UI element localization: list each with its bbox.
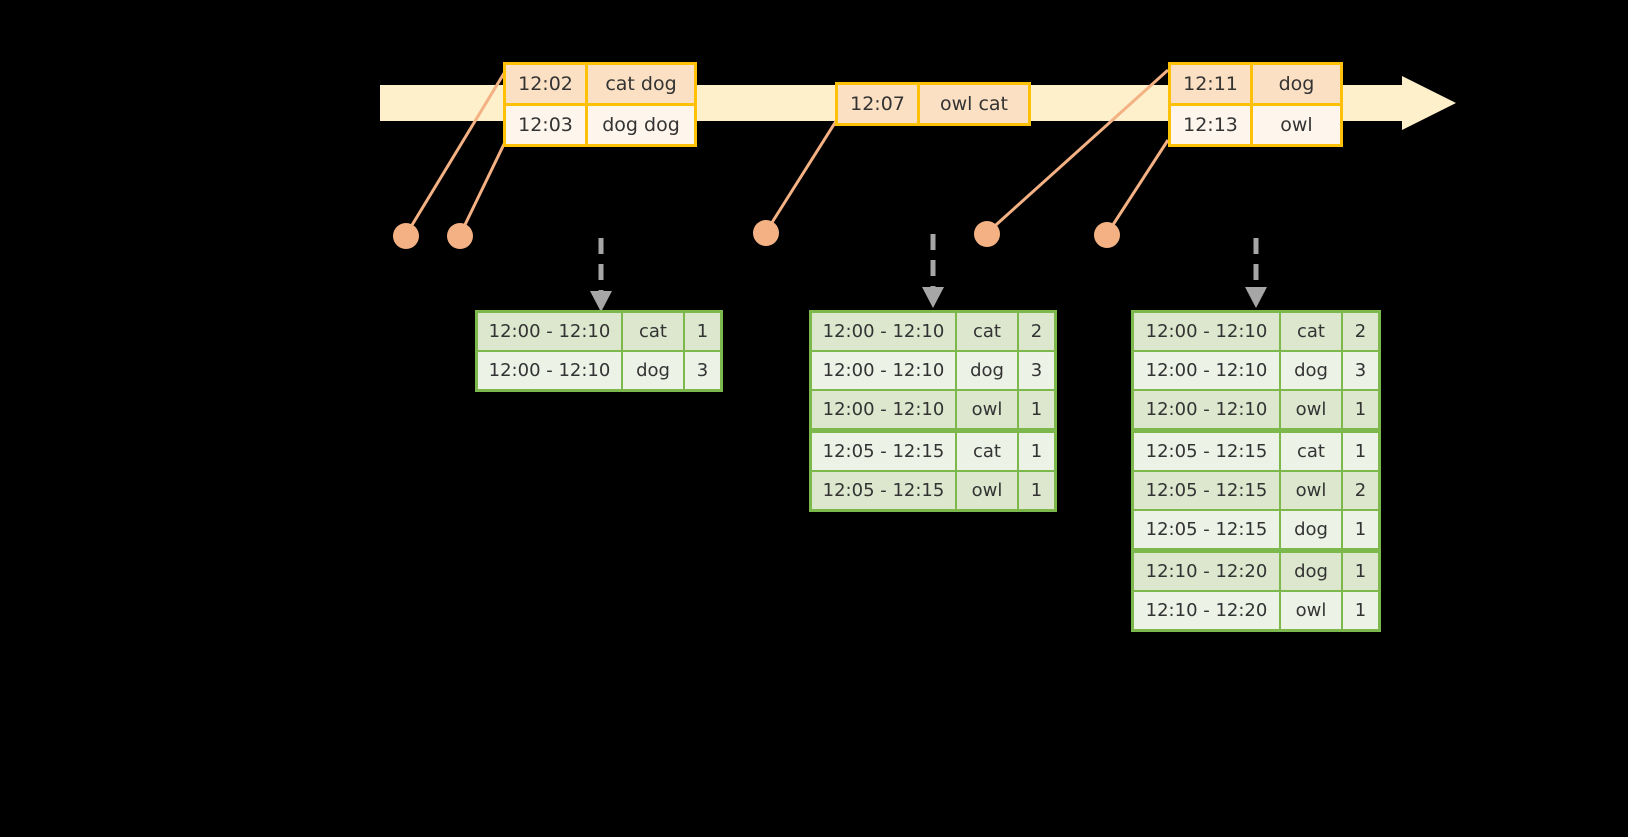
event-text: owl bbox=[1280, 114, 1313, 136]
connector-line-2 bbox=[458, 139, 508, 236]
event-row[interactable]: 12:11 dog bbox=[1171, 65, 1340, 103]
cell-key: dog bbox=[623, 352, 685, 389]
event-group-2: 12:07 owl cat bbox=[835, 82, 1031, 126]
dashed-arrow-to-table-3 bbox=[1245, 238, 1267, 308]
cell-window: 12:00 - 12:10 bbox=[812, 391, 957, 428]
cell-key: owl bbox=[1281, 472, 1343, 509]
cell-count: 2 bbox=[1354, 321, 1367, 342]
cell-window: 12:10 - 12:20 bbox=[1134, 592, 1281, 629]
event-time: 12:02 bbox=[506, 65, 588, 103]
cell-window: 12:05 - 12:15 bbox=[812, 472, 957, 509]
cell-key: dog bbox=[957, 352, 1019, 389]
event-dot-1 bbox=[393, 223, 419, 249]
cell-window: 12:10 - 12:20 bbox=[1134, 553, 1281, 590]
cell-key: cat bbox=[957, 313, 1019, 350]
event-row[interactable]: 12:13 owl bbox=[1171, 103, 1340, 144]
cell-count: 1 bbox=[1030, 480, 1043, 501]
cell-window: 12:05 - 12:15 bbox=[1134, 433, 1281, 470]
connector-line-5 bbox=[1105, 139, 1170, 235]
cell-key: cat bbox=[1281, 433, 1343, 470]
cell-count: 1 bbox=[1354, 441, 1367, 462]
event-time: 12:13 bbox=[1171, 106, 1253, 144]
event-text: dog bbox=[1278, 73, 1315, 95]
cell-key: cat bbox=[1281, 313, 1343, 350]
cell-window: 12:05 - 12:15 bbox=[1134, 472, 1281, 509]
event-text: dog dog bbox=[602, 114, 680, 136]
event-dot-5 bbox=[1094, 222, 1120, 248]
cell-key: owl bbox=[1281, 592, 1343, 629]
cell-key: cat bbox=[957, 433, 1019, 470]
cell-window: 12:00 - 12:10 bbox=[478, 352, 623, 389]
cell-count: 1 bbox=[1354, 399, 1367, 420]
event-text: owl cat bbox=[939, 93, 1009, 115]
cell-count: 2 bbox=[1030, 321, 1043, 342]
connector-line-3 bbox=[764, 117, 840, 233]
dashed-arrow-to-table-2 bbox=[922, 234, 944, 308]
cell-count: 3 bbox=[1030, 360, 1043, 381]
event-row[interactable]: 12:03 dog dog bbox=[506, 103, 694, 144]
event-row[interactable]: 12:07 owl cat bbox=[838, 85, 1028, 123]
cell-key: dog bbox=[1281, 511, 1343, 548]
cell-key: dog bbox=[1281, 553, 1343, 590]
cell-count: 1 bbox=[1030, 399, 1043, 420]
event-time: 12:11 bbox=[1171, 65, 1253, 103]
cell-key: owl bbox=[957, 472, 1019, 509]
event-text: cat dog bbox=[605, 73, 677, 95]
event-dot-2 bbox=[447, 223, 473, 249]
cell-count: 3 bbox=[696, 360, 709, 381]
cell-window: 12:00 - 12:10 bbox=[812, 352, 957, 389]
cell-key: cat bbox=[623, 313, 685, 350]
event-row[interactable]: 12:02 cat dog bbox=[506, 65, 694, 103]
cell-key: owl bbox=[957, 391, 1019, 428]
dashed-arrow-to-table-1 bbox=[590, 238, 612, 312]
cell-window: 12:05 - 12:15 bbox=[812, 433, 957, 470]
cell-window: 12:00 - 12:10 bbox=[1134, 391, 1281, 428]
event-time: 12:03 bbox=[506, 106, 588, 144]
cell-count: 1 bbox=[1030, 441, 1043, 462]
cell-count: 1 bbox=[696, 321, 709, 342]
cell-count: 3 bbox=[1354, 360, 1367, 381]
cell-count: 2 bbox=[1354, 480, 1367, 501]
cell-window: 12:00 - 12:10 bbox=[1134, 352, 1281, 389]
cell-window: 12:00 - 12:10 bbox=[812, 313, 957, 350]
cell-window: 12:05 - 12:15 bbox=[1134, 511, 1281, 548]
cell-window: 12:00 - 12:10 bbox=[478, 313, 623, 350]
event-group-1: 12:02 cat dog 12:03 dog dog bbox=[503, 62, 697, 147]
event-dot-4 bbox=[974, 221, 1000, 247]
cell-count: 1 bbox=[1354, 600, 1367, 621]
cell-key: dog bbox=[1281, 352, 1343, 389]
event-dot-3 bbox=[753, 220, 779, 246]
event-time: 12:07 bbox=[838, 85, 920, 123]
cell-count: 1 bbox=[1354, 519, 1367, 540]
cell-window: 12:00 - 12:10 bbox=[1134, 313, 1281, 350]
cell-key: owl bbox=[1281, 391, 1343, 428]
event-group-3: 12:11 dog 12:13 owl bbox=[1168, 62, 1343, 147]
cell-count: 1 bbox=[1354, 561, 1367, 582]
